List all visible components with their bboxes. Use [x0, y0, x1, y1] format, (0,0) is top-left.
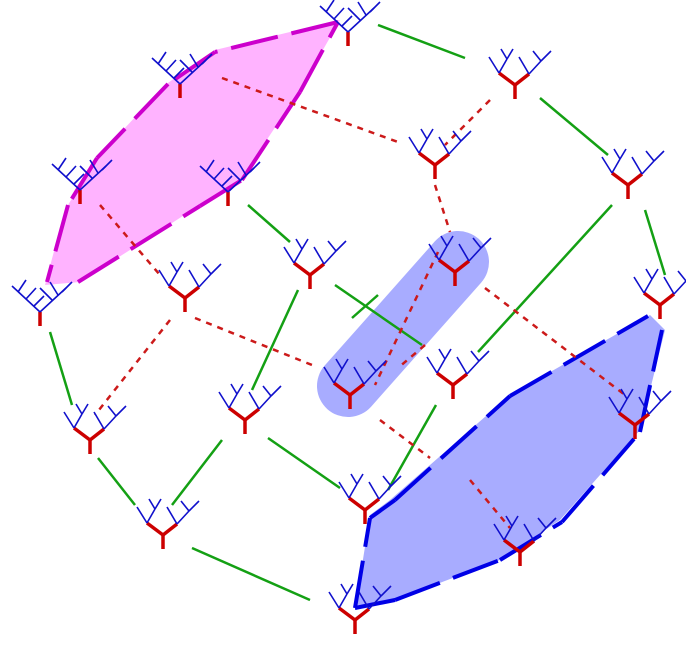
highlighted-faces — [45, 20, 665, 610]
edge-front — [643, 209, 667, 276]
blue-face-edge — [560, 430, 642, 524]
pink-face-edge — [198, 178, 244, 208]
binary-tree-icon — [328, 583, 392, 634]
binary-tree-icon — [283, 238, 347, 289]
pink-face-edge — [214, 20, 339, 54]
edge-back — [433, 184, 452, 233]
binary-tree-icon — [426, 348, 490, 399]
face-blue-hexagon — [355, 315, 665, 610]
face-pink-hexagon — [45, 20, 340, 285]
pink-face-edge — [45, 204, 70, 283]
binary-tree-icon — [63, 403, 127, 454]
edge-front — [386, 404, 438, 491]
edge-front — [377, 23, 466, 60]
edge-back — [379, 419, 431, 459]
edge-back — [373, 251, 440, 386]
face-blue-capsule — [317, 231, 489, 417]
edge-front — [250, 289, 300, 391]
pink-face-edge — [298, 21, 340, 93]
blue-face-edge — [638, 329, 664, 433]
edge-front — [477, 204, 613, 353]
blue-face-edge — [508, 314, 650, 398]
binary-tree-icon — [199, 159, 261, 206]
binary-tree-icon — [11, 279, 73, 326]
edge-back — [194, 316, 313, 367]
blue-face-edge — [393, 394, 512, 502]
binary-tree-icon — [136, 498, 200, 549]
edge-back — [94, 319, 171, 416]
edge-front — [191, 546, 311, 602]
polytope-edges — [45, 20, 667, 610]
edge-front — [539, 97, 609, 156]
edge-back — [99, 204, 161, 276]
edge-front — [351, 294, 379, 319]
edge-back — [221, 76, 399, 144]
edge-back — [469, 479, 511, 529]
edge-front — [171, 439, 223, 506]
binary-tree-icon — [319, 0, 381, 46]
binary-tree-icon — [408, 128, 472, 179]
binary-tree-icon — [338, 473, 402, 524]
pink-face-edge — [166, 50, 217, 86]
edge-front — [267, 436, 341, 490]
binary-tree-icon — [633, 268, 686, 319]
edge-back — [444, 99, 491, 146]
blue-face-edge — [368, 498, 397, 520]
binary-tree-icon — [428, 235, 492, 286]
edge-front — [334, 283, 423, 347]
binary-tree-icon — [158, 261, 222, 312]
binary-tree-icon — [218, 383, 282, 434]
blue-face-edge — [394, 558, 501, 602]
pink-face-edge — [76, 204, 202, 284]
binary-tree-icon — [601, 148, 665, 199]
pink-face-edge — [66, 156, 99, 207]
blue-face-edge — [354, 598, 396, 610]
edge-front — [48, 331, 74, 406]
pink-face-edge — [240, 90, 302, 182]
binary-tree-icon — [608, 388, 672, 439]
blue-face-edge — [353, 517, 372, 609]
binary-tree-icon — [151, 51, 213, 98]
edge-back — [484, 287, 626, 396]
vertex-trees — [11, 0, 686, 634]
edge-back — [397, 344, 426, 369]
blue-face-edge — [498, 520, 564, 562]
binary-tree-icon — [493, 515, 557, 566]
binary-tree-icon — [51, 157, 113, 204]
edge-front — [97, 457, 136, 506]
pink-face-edge — [95, 82, 170, 160]
edge-front — [247, 204, 291, 243]
binary-tree-icon — [488, 48, 552, 99]
binary-tree-icon — [323, 358, 387, 409]
